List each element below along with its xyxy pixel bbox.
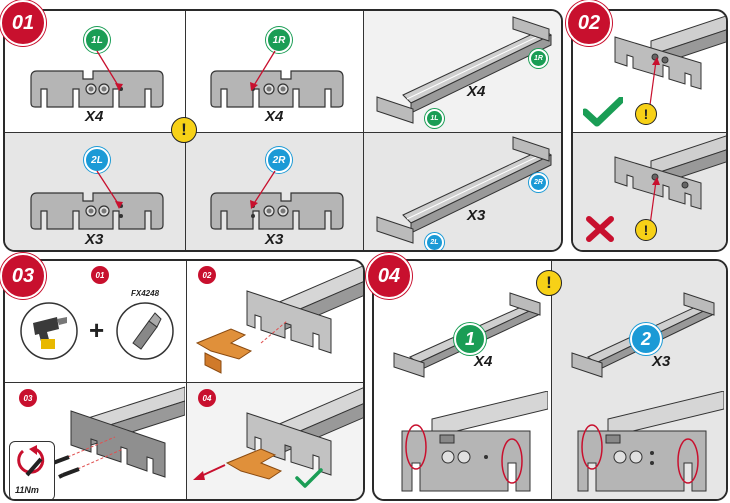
step-number-01: 01: [91, 266, 109, 284]
correct-orientation-drawing: [614, 15, 726, 90]
pointer-arrow: [250, 170, 276, 209]
quantity-label: X3: [85, 231, 104, 248]
warning-icon: !: [536, 270, 562, 296]
divider: [551, 261, 552, 499]
bracket-2r-drawing: [210, 192, 344, 230]
bit-part-code: FX4248: [131, 289, 160, 298]
front-detail-drawing: [401, 391, 548, 492]
quantity-label: X3: [265, 231, 284, 248]
quantity-label: X4: [474, 353, 493, 370]
callout-2l: 2L: [425, 233, 444, 250]
torque-value: 11Nm: [15, 485, 39, 495]
rotate-icon: [17, 445, 45, 477]
cross-icon: [586, 216, 614, 242]
divider: [5, 382, 363, 383]
warning-icon: !: [171, 117, 197, 143]
step-number-03: 03: [19, 389, 37, 407]
tool-removal-drawing: [193, 387, 363, 480]
quantity-label: X4: [85, 108, 104, 125]
warning-icon: !: [635, 103, 657, 125]
bracket-1l-drawing: [30, 70, 164, 108]
quantity-label: X4: [265, 108, 284, 125]
divider: [573, 132, 726, 133]
callout-1l: 1L: [425, 109, 444, 128]
divider: [5, 132, 561, 133]
section-02-panel: ! !: [571, 9, 728, 252]
alignment-tool-drawing: [195, 265, 363, 374]
part-label-1l: 1L: [84, 27, 110, 53]
bracket-1r-drawing: [210, 70, 344, 108]
quantity-label: X3: [467, 207, 486, 224]
section-01-panel: 1L X4 1R X4 1: [3, 9, 563, 252]
assembly-label-1: 1: [454, 323, 486, 355]
quantity-label: X4: [467, 83, 486, 100]
bolt-insertion-drawing: [48, 386, 185, 479]
pointer-arrow: [649, 57, 660, 106]
divider: [186, 261, 187, 499]
assembly-label-2: 2: [630, 323, 662, 355]
divider: [363, 11, 364, 250]
rear-detail-drawing: [577, 391, 724, 492]
callout-1r: 1R: [529, 49, 548, 68]
checkmark-icon: [295, 468, 323, 488]
pointer-arrow: [649, 177, 660, 226]
section-04-panel: 1 X4 2 X3: [372, 259, 728, 501]
part-label-2r: 2R: [266, 147, 292, 173]
rail-assembly-2-drawing: [376, 136, 552, 244]
section-03-panel: 01 + FX4248 02 03: [3, 259, 365, 501]
incorrect-orientation-drawing: [614, 135, 726, 210]
section-badge-03: 03: [0, 253, 46, 299]
plus-sign: +: [89, 315, 105, 345]
quantity-label: X3: [652, 353, 671, 370]
pointer-arrow: [96, 50, 123, 91]
callout-2r: 2R: [529, 173, 548, 192]
bit-icon: [116, 302, 174, 360]
pointer-arrow: [250, 50, 276, 91]
bracket-2l-drawing: [30, 192, 164, 230]
step-number-04: 04: [198, 389, 216, 407]
warning-icon: !: [635, 219, 657, 241]
section-badge-04: 04: [366, 253, 412, 299]
pointer-arrow: [96, 170, 123, 209]
rail-assembly-1-drawing: [376, 16, 552, 124]
checkmark-icon: [583, 97, 623, 127]
part-label-1r: 1R: [266, 27, 292, 53]
drill-icon: [20, 302, 78, 360]
step-number-02: 02: [198, 266, 216, 284]
section-badge-01: 01: [0, 0, 46, 46]
section-badge-02: 02: [566, 0, 612, 46]
